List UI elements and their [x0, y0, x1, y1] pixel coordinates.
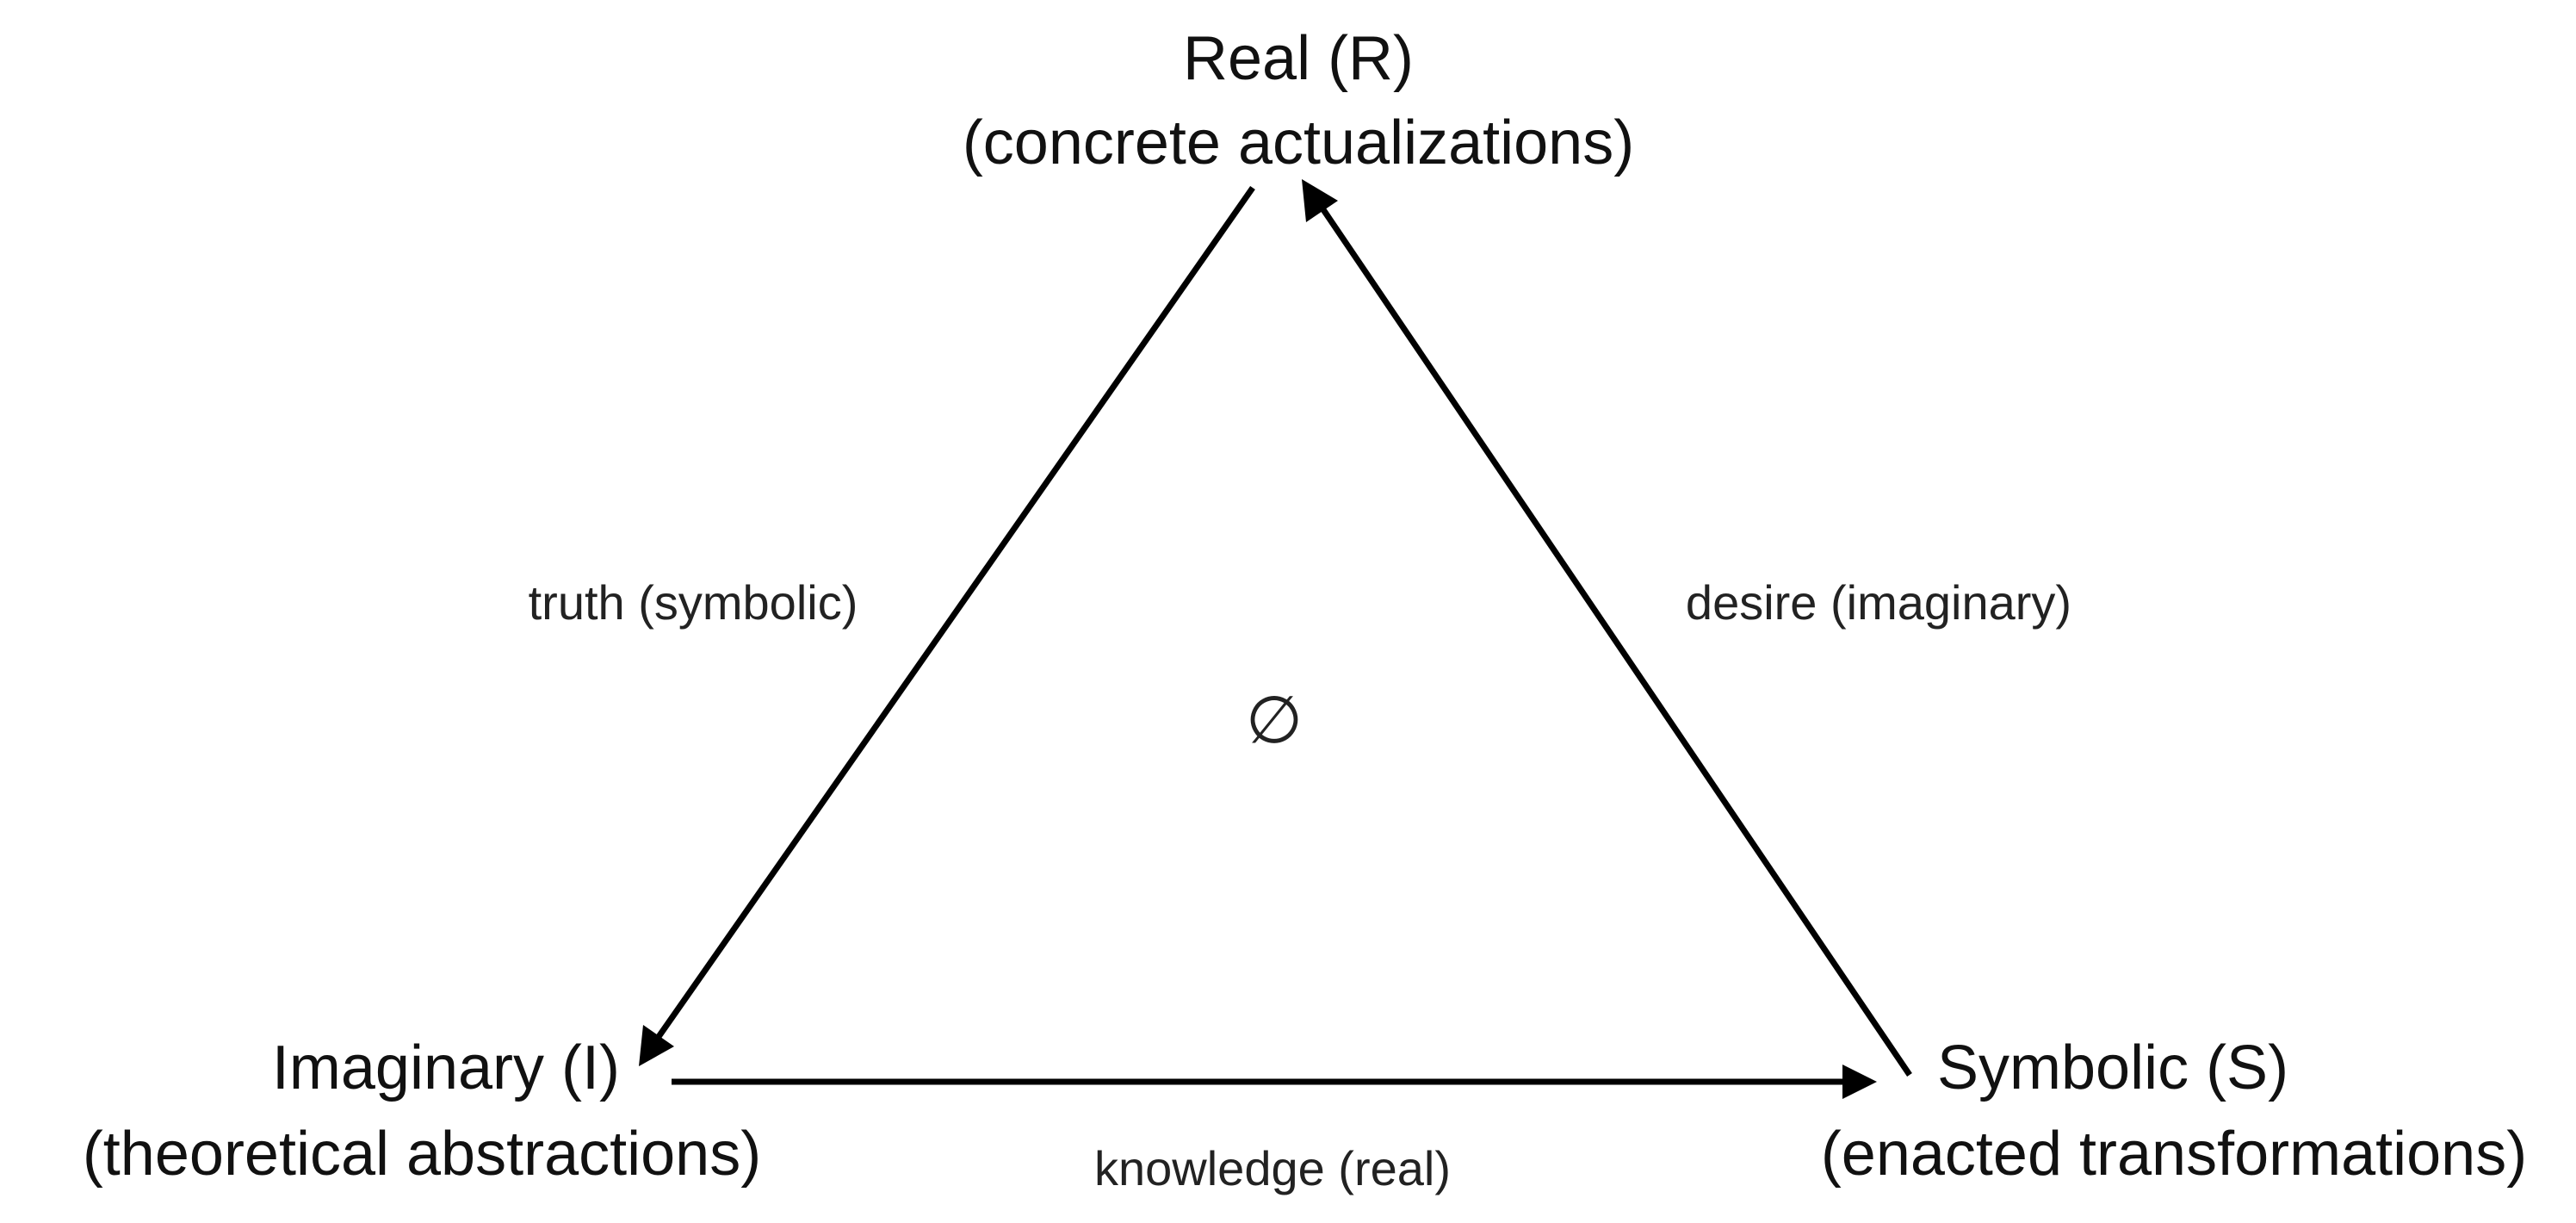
edge-label-desire: desire (imaginary): [1686, 575, 2071, 630]
node-symbolic-subtitle: (enacted transformations): [1821, 1120, 2527, 1189]
node-real: Real (R) (concrete actualizations): [963, 24, 1634, 177]
node-symbolic-title: Symbolic (S): [1937, 1034, 2288, 1102]
node-imaginary-subtitle: (theoretical abstractions): [83, 1120, 761, 1189]
edge-label-truth: truth (symbolic): [529, 575, 858, 630]
node-imaginary: Imaginary (I) (theoretical abstractions): [83, 1034, 761, 1189]
edge-imaginary-to-symbolic: [672, 1065, 1877, 1099]
edge-label-knowledge: knowledge (real): [1094, 1141, 1451, 1195]
edge-symbolic-to-real-arrowhead: [1302, 179, 1338, 222]
edge-real-to-imaginary-arrowhead: [639, 1025, 674, 1066]
edge-real-to-imaginary: [639, 185, 1255, 1066]
node-symbolic: Symbolic (S) (enacted transformations): [1821, 1034, 2527, 1189]
node-real-title: Real (R): [1183, 24, 1414, 93]
edge-symbolic-to-real-line: [1316, 202, 1912, 1077]
node-real-subtitle: (concrete actualizations): [963, 109, 1634, 177]
center-empty-set-symbol: ∅: [1246, 681, 1303, 758]
node-imaginary-title: Imaginary (I): [272, 1034, 620, 1102]
edge-symbolic-to-real: [1302, 179, 1912, 1077]
edge-real-to-imaginary-line: [653, 185, 1255, 1043]
edge-imaginary-to-symbolic-arrowhead: [1842, 1065, 1877, 1099]
